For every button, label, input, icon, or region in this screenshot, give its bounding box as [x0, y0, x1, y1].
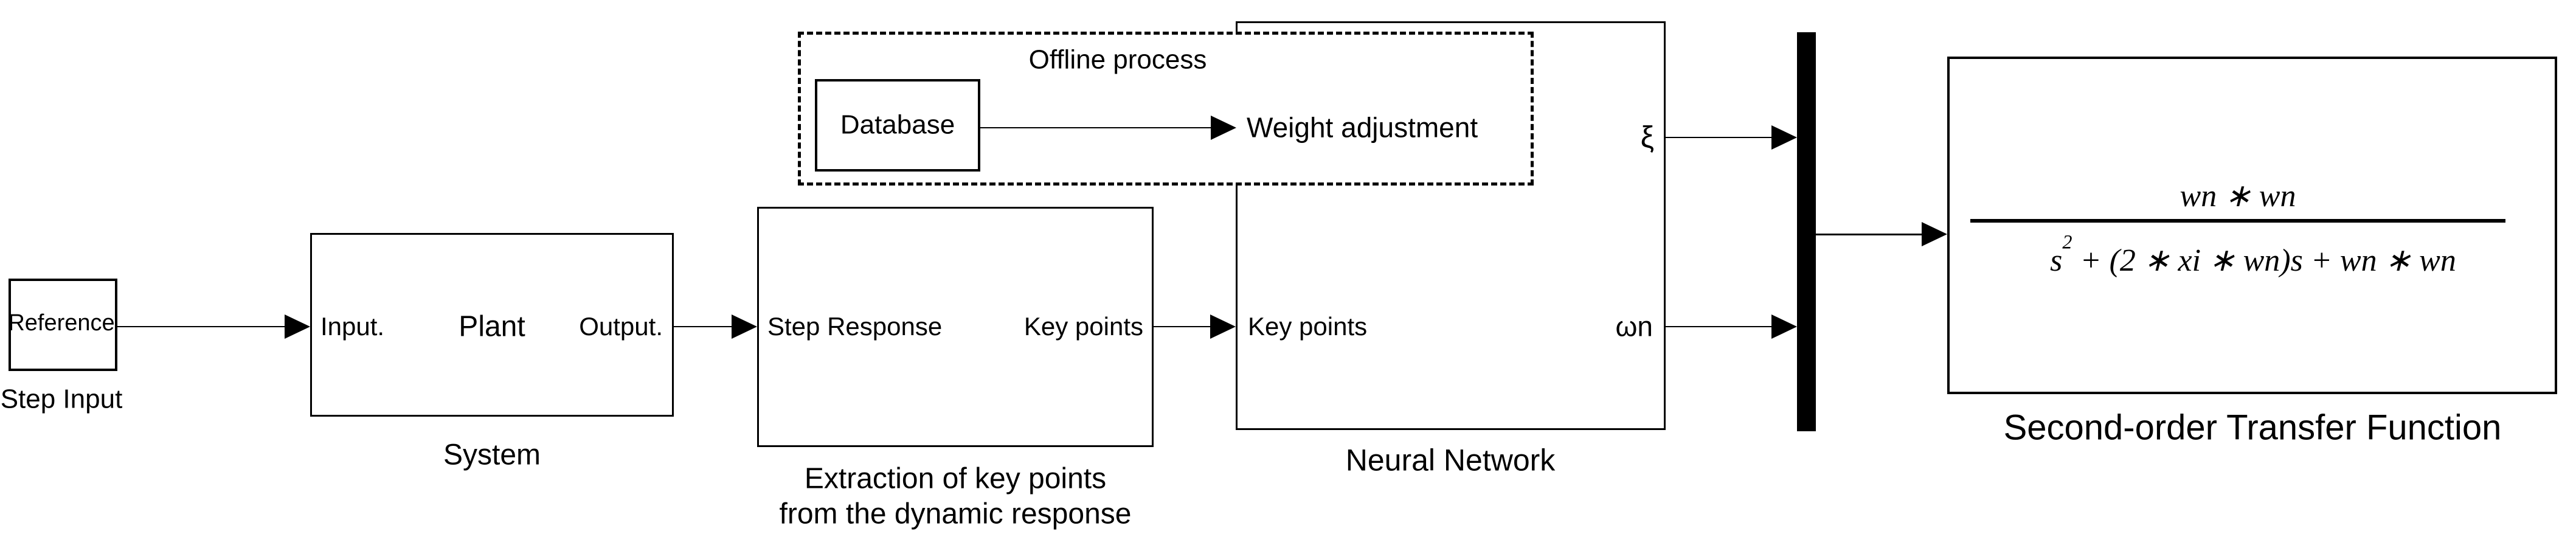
mux-bar[interactable] — [1797, 32, 1816, 431]
arrowhead-right-icon — [1210, 314, 1236, 339]
arrowhead-right-icon — [1771, 125, 1797, 150]
nn-input-port-label: Key points — [1248, 311, 1368, 341]
wire-shaft — [1816, 234, 1924, 235]
transfer-function-block[interactable] — [1947, 57, 2557, 394]
denominator-exponent: 2 — [2062, 231, 2072, 253]
neural-network-caption: Neural Network — [1345, 443, 1556, 477]
step-input-caption: Step Input — [0, 384, 123, 414]
arrowhead-right-icon — [285, 314, 310, 339]
extraction-input-port-label: Step Response — [767, 311, 943, 341]
wire-wn-to-mux — [1666, 314, 1797, 339]
transfer-function-numerator: wn ∗ wn — [2180, 179, 2296, 214]
extraction-output-port-label: Key points — [1023, 311, 1143, 341]
arrowhead-right-icon — [732, 314, 757, 339]
extraction-caption-line2: from the dynamic response — [779, 498, 1132, 530]
wire-reference-to-plant — [117, 314, 310, 339]
offline-process-title: Offline process — [1028, 44, 1207, 75]
nn-output-port-xi-label: ξ — [1640, 120, 1654, 154]
plant-block-label: Plant — [459, 310, 525, 343]
wire-database-to-weight-adjustment — [980, 116, 1236, 140]
nn-output-port-wn-label: ωn — [1615, 310, 1653, 342]
wire-shaft — [674, 326, 734, 327]
denominator-s: s — [2050, 243, 2063, 278]
plant-input-port-label: Input. — [320, 311, 385, 341]
system-plant-block[interactable] — [310, 233, 674, 417]
database-block-label: Database — [840, 109, 955, 140]
arrowhead-right-icon — [1771, 314, 1797, 339]
plant-output-port-label: Output. — [579, 311, 663, 341]
weight-adjustment-label: Weight adjustment — [1247, 111, 1478, 144]
wire-shaft — [1666, 137, 1774, 138]
arrowhead-right-icon — [1922, 222, 1947, 246]
database-block[interactable] — [815, 79, 980, 172]
extraction-block[interactable] — [757, 207, 1154, 447]
extraction-caption-line1: Extraction of key points — [804, 462, 1107, 495]
wire-shaft — [117, 326, 287, 327]
wire-shaft — [1666, 326, 1774, 327]
step-input-block[interactable] — [9, 279, 117, 371]
wire-mux-to-transfer-function — [1816, 222, 1947, 246]
reference-block-label: Reference — [8, 310, 115, 336]
wire-xi-to-mux — [1666, 125, 1797, 150]
arrowhead-right-icon — [1211, 116, 1236, 140]
denominator-rest: + (2 ∗ xi ∗ wn)s + wn ∗ wn — [2072, 243, 2456, 278]
system-caption: System — [443, 439, 541, 471]
wire-shaft — [980, 127, 1213, 128]
fraction-line — [1970, 219, 2505, 223]
wire-extraction-to-nn — [1154, 314, 1236, 339]
transfer-function-caption: Second-order Transfer Function — [2003, 408, 2502, 448]
wire-plant-to-extraction — [674, 314, 757, 339]
transfer-function-denominator: s2 + (2 ∗ xi ∗ wn)s + wn ∗ wn — [2050, 231, 2456, 279]
wire-shaft — [1154, 326, 1213, 327]
